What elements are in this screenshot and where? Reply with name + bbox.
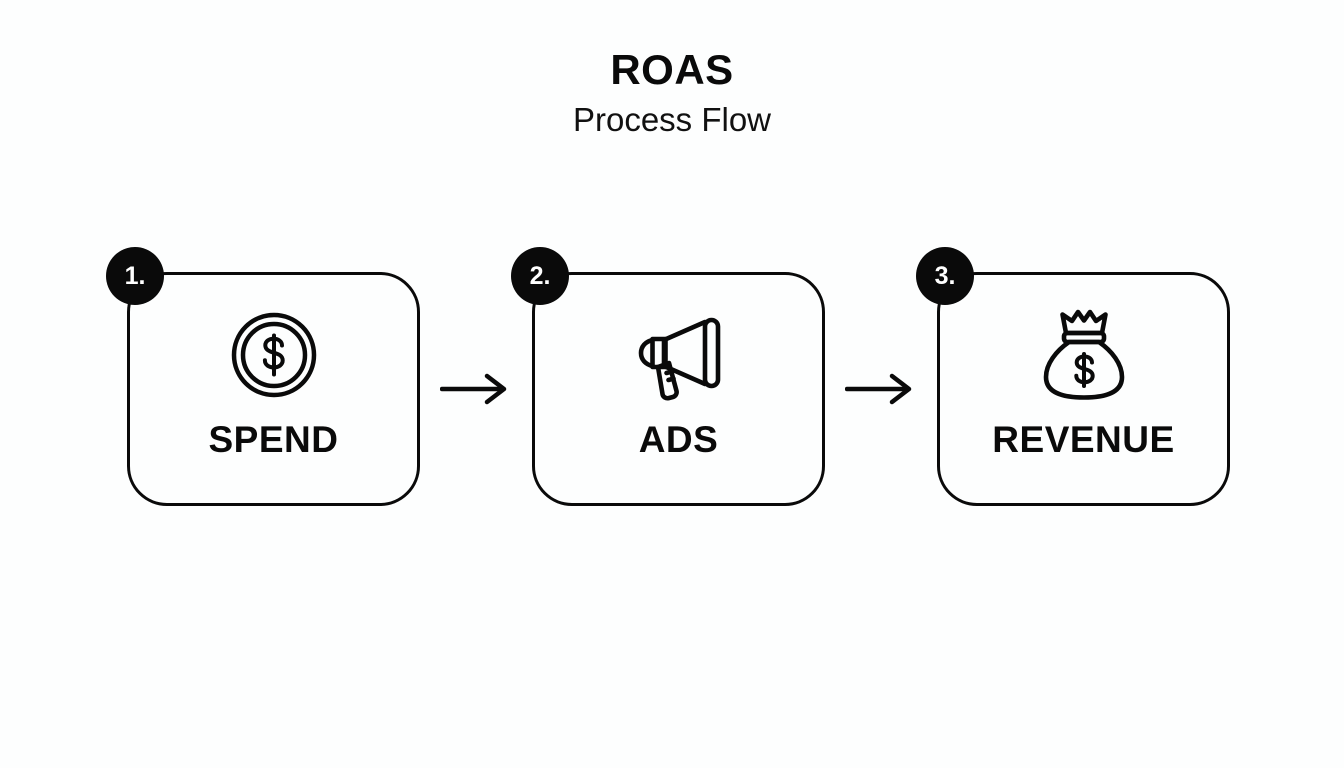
flow-step-card-3[interactable]: 3. REVENUE	[916, 247, 1230, 506]
flow-connector-1	[421, 369, 532, 409]
flow-step-label-2: ADS	[638, 419, 719, 460]
flow-step-card-2[interactable]: 2. ADS	[511, 247, 825, 506]
arrow-right-icon	[440, 373, 507, 405]
page-title: ROAS	[610, 46, 734, 93]
flow-connector-2	[826, 369, 937, 409]
flow-step-label-1: SPEND	[208, 419, 339, 460]
megaphone-icon	[631, 307, 727, 403]
money-bag-icon	[1036, 307, 1132, 403]
step-number-badge-1: 1.	[106, 247, 164, 305]
coin-dollar-icon	[226, 307, 322, 403]
page-subtitle: Process Flow	[572, 101, 772, 139]
arrow-right-icon	[845, 373, 912, 405]
flow-step-label-3: REVENUE	[992, 419, 1175, 460]
step-number-badge-3: 3.	[916, 247, 974, 305]
step-number-badge-2: 2.	[511, 247, 569, 305]
page-header: ROAS Process Flow	[0, 46, 1344, 143]
flow-step-card-1[interactable]: 1. SPEND	[106, 247, 420, 506]
process-flow-row: 1. SPEND 2.	[106, 247, 1230, 506]
